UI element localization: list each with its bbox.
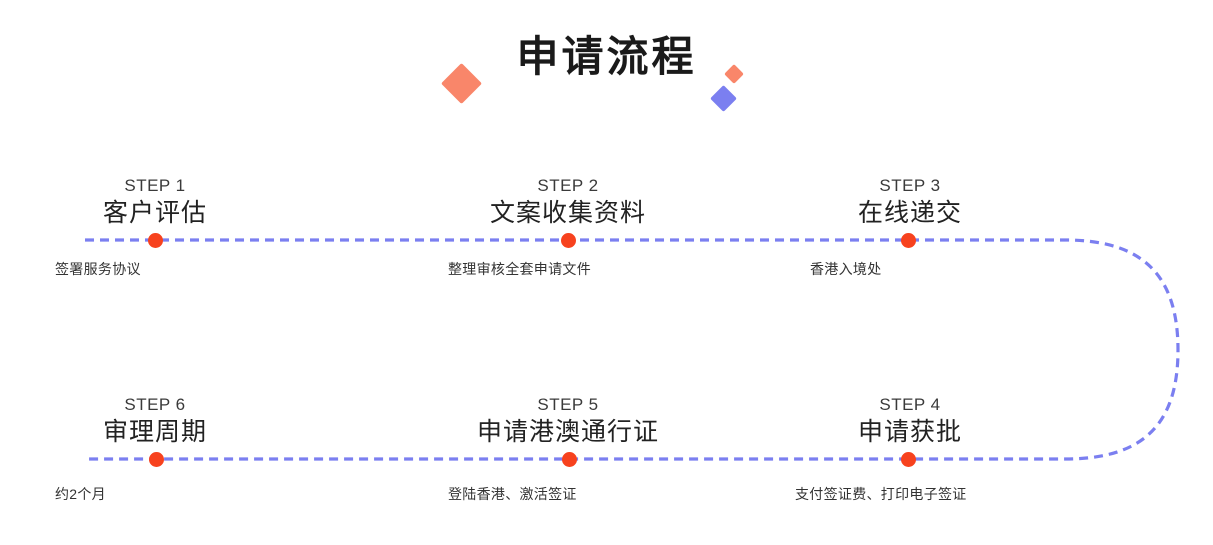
- step-2-description: 整理审核全套申请文件: [448, 261, 591, 277]
- step-4-description: 支付签证费、打印电子签证: [795, 486, 967, 502]
- step-6-number: STEP 6: [124, 395, 186, 414]
- step-5-number: STEP 5: [537, 395, 599, 414]
- step-2-title: 文案收集资料: [489, 199, 646, 227]
- step-4-number: STEP 4: [879, 395, 941, 414]
- step-5-node-dot[interactable]: [562, 452, 577, 467]
- step-1-number: STEP 1: [124, 176, 186, 195]
- step-6-description: 约2个月: [55, 486, 106, 502]
- step-3-number: STEP 3: [879, 176, 941, 195]
- diamond-blue-small-icon: [710, 85, 737, 112]
- step-6-node-dot[interactable]: [149, 452, 164, 467]
- step-1-title: 客户评估: [102, 199, 207, 227]
- page-title-block: 申请流程: [0, 28, 1213, 112]
- step-4-heading: STEP 4 申请获批: [805, 381, 1015, 449]
- page-title: 申请流程: [516, 33, 697, 80]
- step-3-title: 在线递交: [857, 199, 962, 227]
- step-3-node-dot[interactable]: [901, 233, 916, 248]
- step-2-number: STEP 2: [537, 176, 599, 195]
- step-5-description: 登陆香港、激活签证: [448, 486, 577, 502]
- step-3-heading: STEP 3 在线递交: [810, 162, 1010, 230]
- step-5-title: 申请港澳通行证: [476, 418, 659, 446]
- step-6-heading: STEP 6 审理周期: [55, 381, 255, 449]
- step-6-title: 审理周期: [102, 418, 207, 446]
- step-5-heading: STEP 5 申请港澳通行证: [448, 381, 688, 449]
- step-1-heading: STEP 1 客户评估: [55, 162, 255, 230]
- step-2-heading: STEP 2 文案收集资料: [448, 162, 688, 230]
- step-1-description: 签署服务协议: [55, 261, 141, 277]
- step-4-title: 申请获批: [857, 418, 962, 446]
- step-3-description: 香港入境处: [810, 261, 882, 277]
- step-2-node-dot[interactable]: [561, 233, 576, 248]
- step-4-node-dot[interactable]: [901, 452, 916, 467]
- step-1-node-dot[interactable]: [148, 233, 163, 248]
